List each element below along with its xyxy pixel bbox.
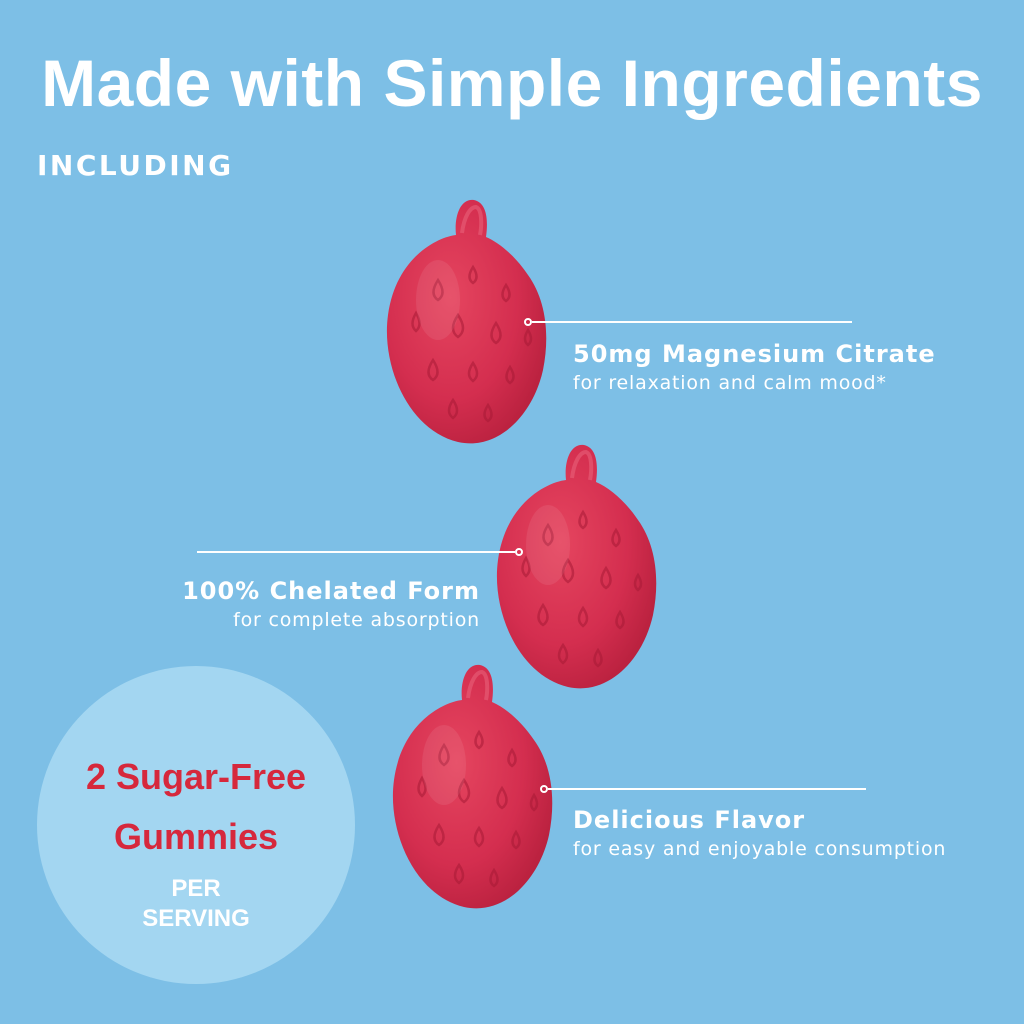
feature-title: 100% Chelated Form xyxy=(182,577,480,605)
feature-chelated: 100% Chelated Form for complete absorpti… xyxy=(120,577,480,634)
badge-per: PER xyxy=(171,875,221,902)
feature-flavor: Delicious Flavor for easy and enjoyable … xyxy=(573,806,946,863)
badge-count: 2 Sugar-Free xyxy=(85,756,307,797)
connector-line xyxy=(532,321,852,323)
strawberry-gummy-icon xyxy=(390,662,555,911)
feature-magnesium: 50mg Magnesium Citrate for relaxation an… xyxy=(573,340,936,397)
badge-unit: Gummies xyxy=(113,816,279,857)
feature-title: Delicious Flavor xyxy=(573,806,806,834)
page-subtitle: INCLUDING xyxy=(37,149,234,182)
feature-description: for complete absorption xyxy=(233,608,480,631)
connector-line xyxy=(197,551,515,553)
connector-dot xyxy=(540,785,548,793)
connector-line xyxy=(548,788,866,790)
strawberry-gummy-icon xyxy=(384,197,549,446)
badge-serving: SERVING xyxy=(142,905,250,932)
page-title: Made with Simple Ingredients xyxy=(41,46,983,120)
connector-dot xyxy=(515,548,523,556)
feature-description: for relaxation and calm mood* xyxy=(573,371,887,394)
connector-dot xyxy=(524,318,532,326)
servings-badge: 2 Sugar-Free Gummies PER SERVING xyxy=(37,666,355,984)
feature-title: 50mg Magnesium Citrate xyxy=(573,340,936,368)
feature-description: for easy and enjoyable consumption xyxy=(573,837,947,860)
badge-per-serving: PER SERVING xyxy=(37,874,355,934)
